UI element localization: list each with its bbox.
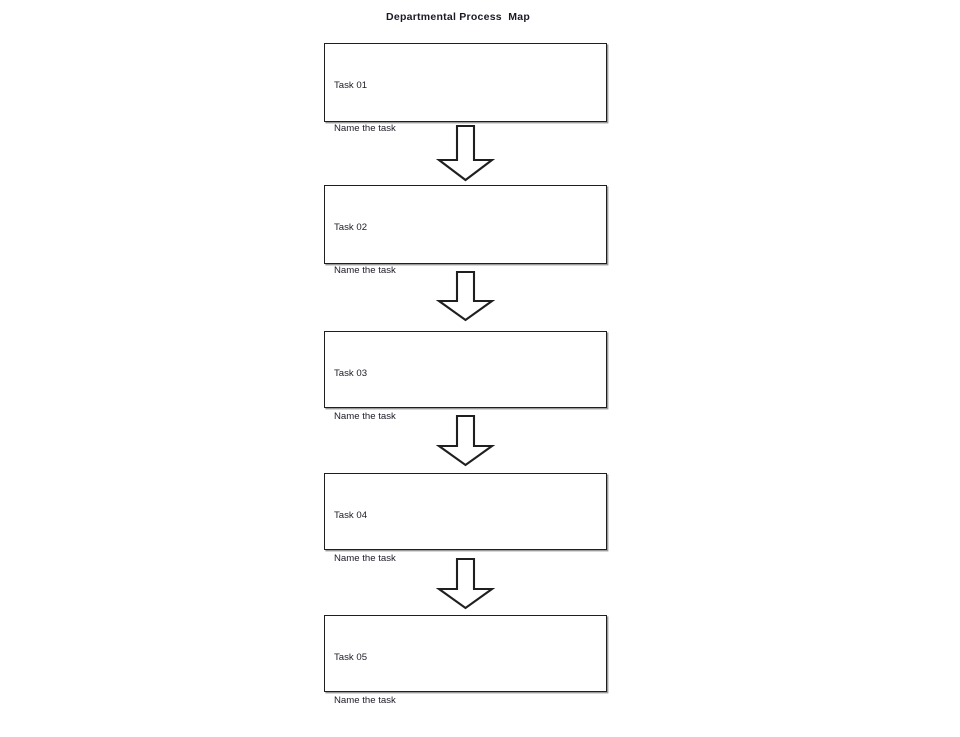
process-box-task-03[interactable]: Task 03 Name the task: [324, 331, 607, 422]
process-box-subtitle: Name the task: [334, 265, 396, 277]
process-box-task-05[interactable]: Task 05 Name the task: [324, 615, 607, 706]
process-box-title: Task 04: [334, 509, 368, 521]
process-box-task-02[interactable]: Task 02 Name the task: [324, 185, 607, 276]
process-box-title: Task 02: [334, 221, 368, 233]
process-box-subtitle: Name the task: [334, 553, 396, 565]
process-box-task-04[interactable]: Task 04 Name the task: [324, 473, 607, 564]
process-box-title: Task 03: [334, 367, 368, 379]
process-box-subtitle: Name the task: [334, 411, 396, 423]
process-box-title: Task 05: [334, 651, 368, 663]
flowchart-canvas: Departmental Process Map Task 01 Name th…: [324, 11, 607, 707]
process-box-text: Task 05 Name the task: [334, 622, 396, 737]
process-box-subtitle: Name the task: [334, 123, 396, 135]
down-arrow-icon: [435, 124, 496, 183]
process-box-text: Task 02 Name the task: [334, 192, 396, 307]
process-box-text: Task 01 Name the task: [334, 50, 396, 165]
down-arrow-icon: [435, 414, 496, 467]
process-box-title: Task 01: [334, 79, 368, 91]
process-box-text: Task 03 Name the task: [334, 338, 396, 453]
page-title: Departmental Process Map: [386, 11, 530, 23]
down-arrow-icon: [435, 557, 496, 610]
down-arrow-icon: [435, 270, 496, 322]
process-box-text: Task 04 Name the task: [334, 480, 396, 595]
process-box-subtitle: Name the task: [334, 695, 396, 707]
process-box-task-01[interactable]: Task 01 Name the task: [324, 43, 607, 134]
